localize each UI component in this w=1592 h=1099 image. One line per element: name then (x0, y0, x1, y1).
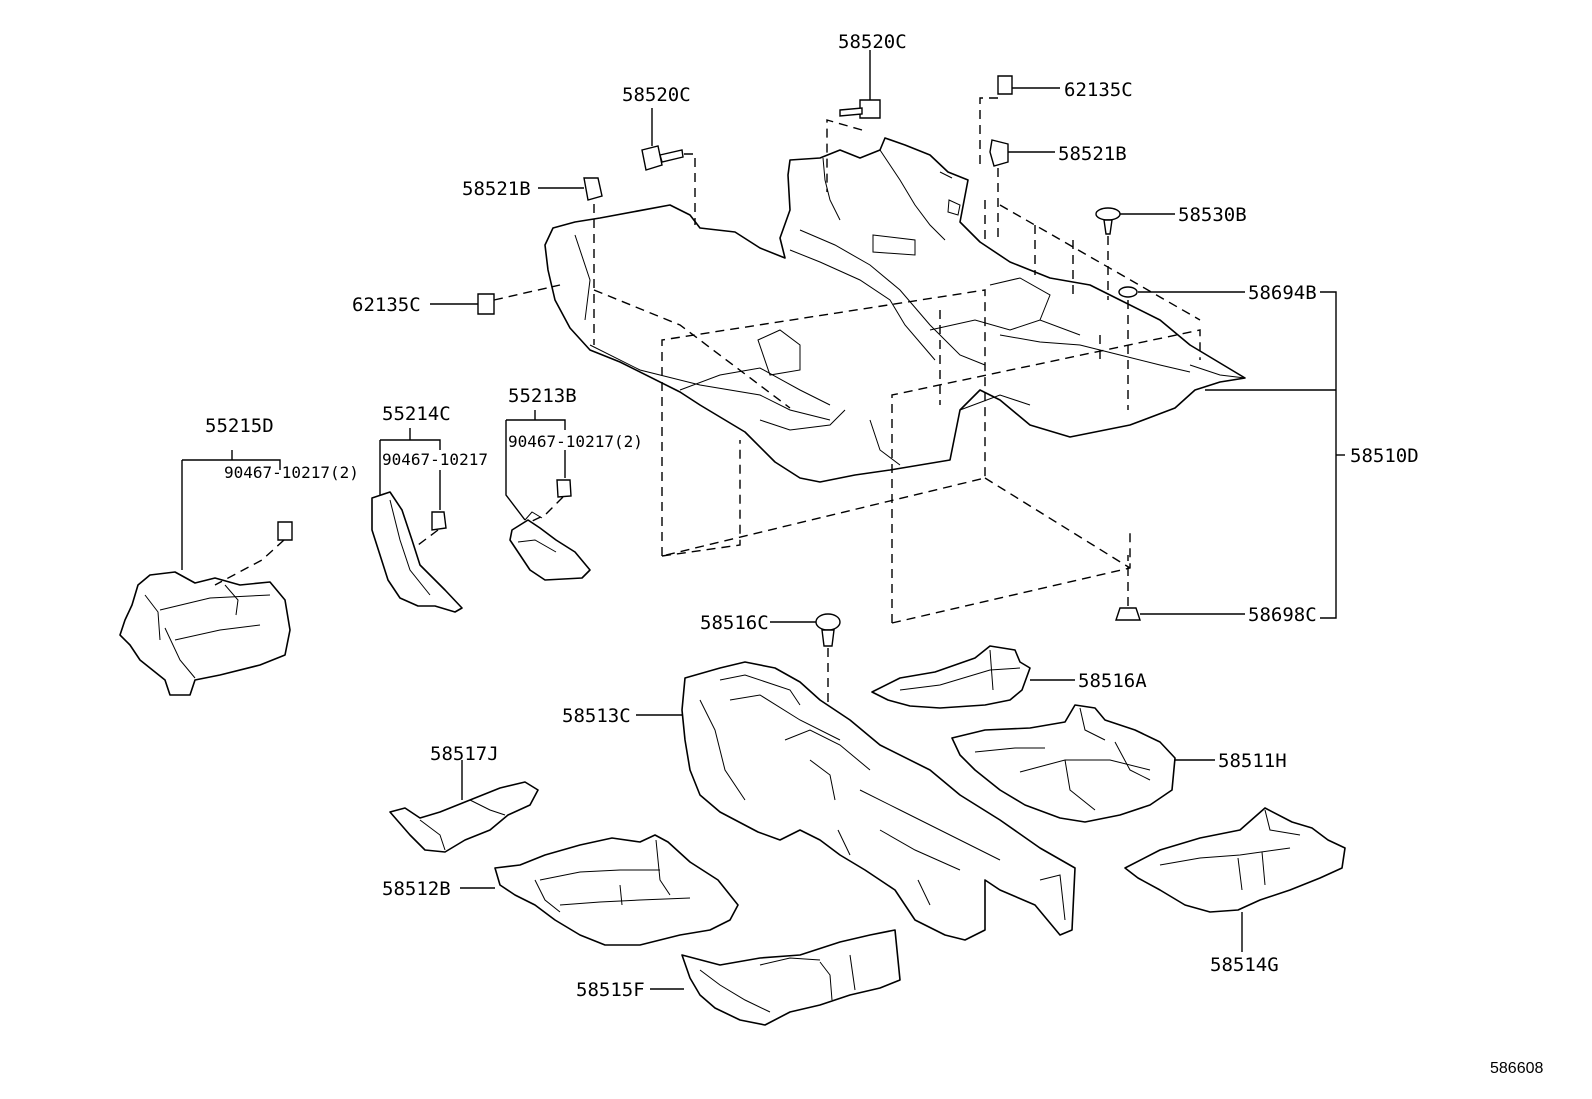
main-carpet-mounting-lines (593, 200, 1201, 624)
callout-58530b: 58530B (1178, 204, 1247, 226)
fastener-58698c (1115, 555, 1245, 621)
callout-58516c: 58516C (700, 612, 769, 634)
screw-58520c-left (641, 108, 696, 225)
callout-58513c: 58513C (562, 705, 631, 727)
callout-62135c-top: 62135C (1064, 79, 1133, 101)
callout-58520c-left: 58520C (622, 84, 691, 106)
part-58511h (951, 704, 1215, 823)
callout-58517j: 58517J (430, 743, 499, 765)
clip-58521b-right (989, 139, 1055, 240)
callout-55214c: 55214C (382, 403, 451, 425)
callout-90467-b: 90467-10217 (382, 450, 488, 469)
callout-90467-a: 90467-10217(2) (224, 463, 359, 482)
callout-90467-c: 90467-10217(2) (508, 432, 643, 451)
callout-58515f: 58515F (576, 979, 645, 1001)
callout-62135c-left: 62135C (352, 294, 421, 316)
screw-58520c-top (826, 50, 881, 192)
clip-62135c-left (430, 284, 561, 315)
callout-58510d: 58510D (1350, 445, 1419, 467)
part-55213b (505, 410, 591, 581)
clip-62135c-top (979, 75, 1060, 170)
part-58516a (871, 645, 1075, 709)
callout-58516a: 58516A (1078, 670, 1147, 692)
callout-58514g: 58514G (1210, 954, 1279, 976)
diagram-reference-number: 586608 (1490, 1060, 1543, 1077)
callout-58521b-left: 58521B (462, 178, 531, 200)
floor-carpet-main (544, 137, 1246, 483)
part-55214c (371, 428, 463, 613)
grommet-58694b (1118, 286, 1245, 410)
callout-58694b: 58694B (1248, 282, 1317, 304)
part-58515f (650, 929, 901, 1026)
bracket-58510d (1205, 291, 1345, 619)
clip-58521b-left (538, 177, 603, 345)
part-58517j (389, 760, 539, 853)
callout-58521b-right: 58521B (1058, 143, 1127, 165)
part-55215d (119, 450, 293, 696)
callout-58512b: 58512B (382, 878, 451, 900)
callout-58698c: 58698C (1248, 604, 1317, 626)
callout-58520c-top: 58520C (838, 31, 907, 53)
fastener-58516c (770, 613, 841, 720)
part-58512b (460, 834, 739, 946)
callout-55213b: 55213B (508, 385, 577, 407)
part-58513c (636, 661, 1076, 941)
callout-55215d: 55215D (205, 415, 274, 437)
callout-58511h: 58511H (1218, 750, 1287, 772)
fastener-58530b (1095, 207, 1175, 300)
part-58514g (1124, 807, 1346, 952)
